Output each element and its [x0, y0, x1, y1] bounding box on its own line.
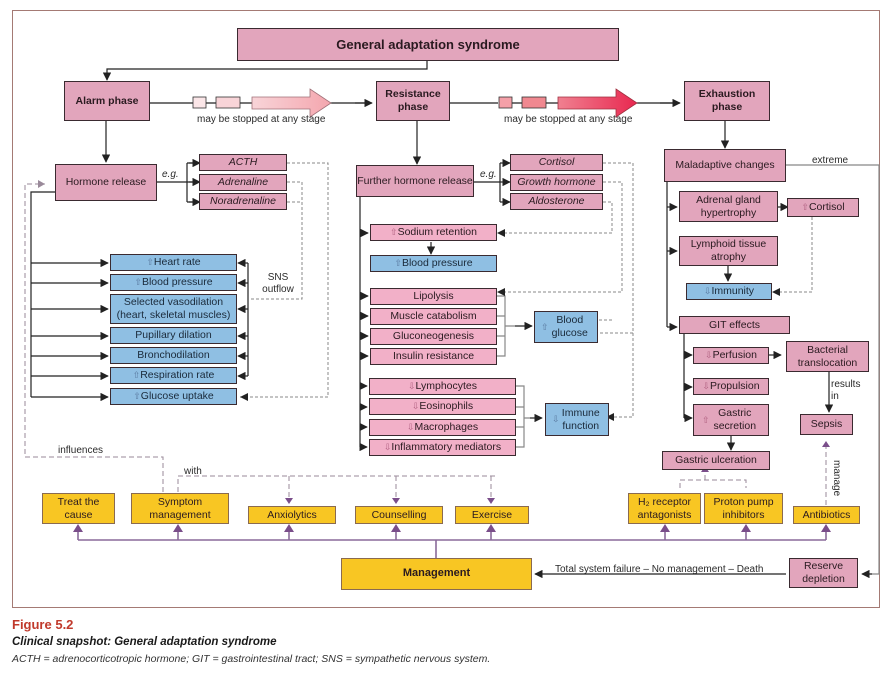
management-box: Management: [341, 558, 532, 590]
with-label: with: [184, 466, 202, 477]
exhaustion-phase-box: Exhaustion phase: [684, 81, 770, 121]
figure-number: Figure 5.2: [12, 617, 74, 632]
effect-vasodilation: Selected vasodilation (heart, skeletal m…: [110, 294, 237, 324]
stage-marker-3: [498, 96, 513, 109]
resistance-phase-box: Resistance phase: [376, 81, 450, 121]
alarm-phase-box: Alarm phase: [64, 81, 150, 121]
metabolic-insulin-resistance: Insulin resistance: [370, 348, 497, 365]
progress-arrow-1: [251, 88, 332, 118]
ppi-box: Proton pump inhibitors: [704, 493, 783, 524]
sodium-retention-box: Sodium retention: [370, 224, 497, 241]
exercise-box: Exercise: [455, 506, 529, 524]
effect-blood-pressure: Blood pressure: [110, 274, 237, 291]
bacterial-translocation-box: Bacterial translocation: [786, 341, 869, 372]
stop-label-1: may be stopped at any stage: [197, 114, 326, 125]
immune-eosinophils: Eosinophils: [369, 398, 516, 415]
sns-outflow-label: SNS outflow: [262, 272, 294, 295]
metabolic-lipolysis: Lipolysis: [370, 288, 497, 305]
eg-label-resistance: e.g.: [480, 169, 497, 180]
hormone-growth-hormone: Growth hormone: [510, 174, 603, 191]
stop-label-2: may be stopped at any stage: [504, 114, 633, 125]
counselling-box: Counselling: [355, 506, 443, 524]
metabolic-muscle-catabolism: Muscle catabolism: [370, 308, 497, 325]
cortisol-increase-box: Cortisol: [787, 198, 859, 217]
immunity-box: Immunity: [686, 283, 772, 300]
stage-marker-4: [521, 96, 547, 109]
treat-cause-box: Treat the cause: [42, 493, 115, 524]
hormone-acth: ACTH: [199, 154, 287, 171]
immune-lymphocytes: Lymphocytes: [369, 378, 516, 395]
influences-label: influences: [58, 445, 104, 456]
h2-antagonists-box: H₂ receptor antagonists: [628, 493, 701, 524]
metabolic-gluconeogenesis: Gluconeogenesis: [370, 328, 497, 345]
immune-function-box: Immune function: [545, 403, 609, 436]
gastric-secretion-box: Gastric secretion: [693, 404, 769, 436]
hormone-adrenaline: Adrenaline: [199, 174, 287, 191]
title-to-alarm-connector: [102, 60, 428, 81]
hormone-release-box: Hormone release: [55, 164, 157, 201]
progress-arrow-2: [557, 88, 638, 118]
gastric-ulceration-box: Gastric ulceration: [662, 451, 770, 470]
effect-glucose-uptake: Glucose uptake: [110, 388, 237, 405]
perfusion-box: Perfusion: [693, 347, 769, 364]
title-box: General adaptation syndrome: [237, 28, 619, 61]
sepsis-box: Sepsis: [800, 414, 853, 435]
stage-marker-2: [215, 96, 241, 109]
effect-pupillary-dilation: Pupillary dilation: [110, 327, 237, 344]
extreme-label: extreme: [812, 155, 849, 166]
reserve-depletion-box: Reserve depletion: [789, 558, 858, 588]
figure-title: Clinical snapshot: General adaptation sy…: [12, 636, 277, 648]
effect-respiration-rate: Respiration rate: [110, 367, 237, 384]
immune-inflammatory-mediators: Inflammatory mediators: [369, 439, 516, 456]
blood-glucose-box: Blood glucose: [534, 311, 598, 343]
effect-bronchodilation: Bronchodilation: [110, 347, 237, 364]
manage-label: manage: [831, 460, 842, 497]
hormone-noradrenaline: Noradrenaline: [199, 193, 287, 210]
lymphoid-atrophy-box: Lymphoid tissue atrophy: [679, 236, 778, 266]
propulsion-box: Propulsion: [693, 378, 769, 395]
failure-label: Total system failure – No management – D…: [555, 564, 764, 575]
results-in-label: results in: [831, 379, 861, 402]
anxiolytics-box: Anxiolytics: [248, 506, 336, 524]
effect-heart-rate: Heart rate: [110, 254, 237, 271]
blood-pressure-box: Blood pressure: [370, 255, 497, 272]
hormone-cortisol: Cortisol: [510, 154, 603, 171]
hormone-aldosterone: Aldosterone: [510, 193, 603, 210]
figure-abbreviations: ACTH = adrenocorticotropic hormone; GIT …: [12, 653, 491, 665]
adrenal-hypertrophy-box: Adrenal gland hypertrophy: [679, 191, 778, 222]
git-effects-box: GIT effects: [679, 316, 790, 334]
eg-label-alarm: e.g.: [162, 169, 179, 180]
immune-macrophages: Macrophages: [369, 419, 516, 436]
maladaptive-changes-box: Maladaptive changes: [664, 149, 786, 182]
stage-marker-1: [192, 96, 207, 109]
antibiotics-box: Antibiotics: [793, 506, 860, 524]
further-hormone-release-box: Further hormone release: [356, 165, 474, 197]
symptom-management-box: Symptom management: [131, 493, 229, 524]
